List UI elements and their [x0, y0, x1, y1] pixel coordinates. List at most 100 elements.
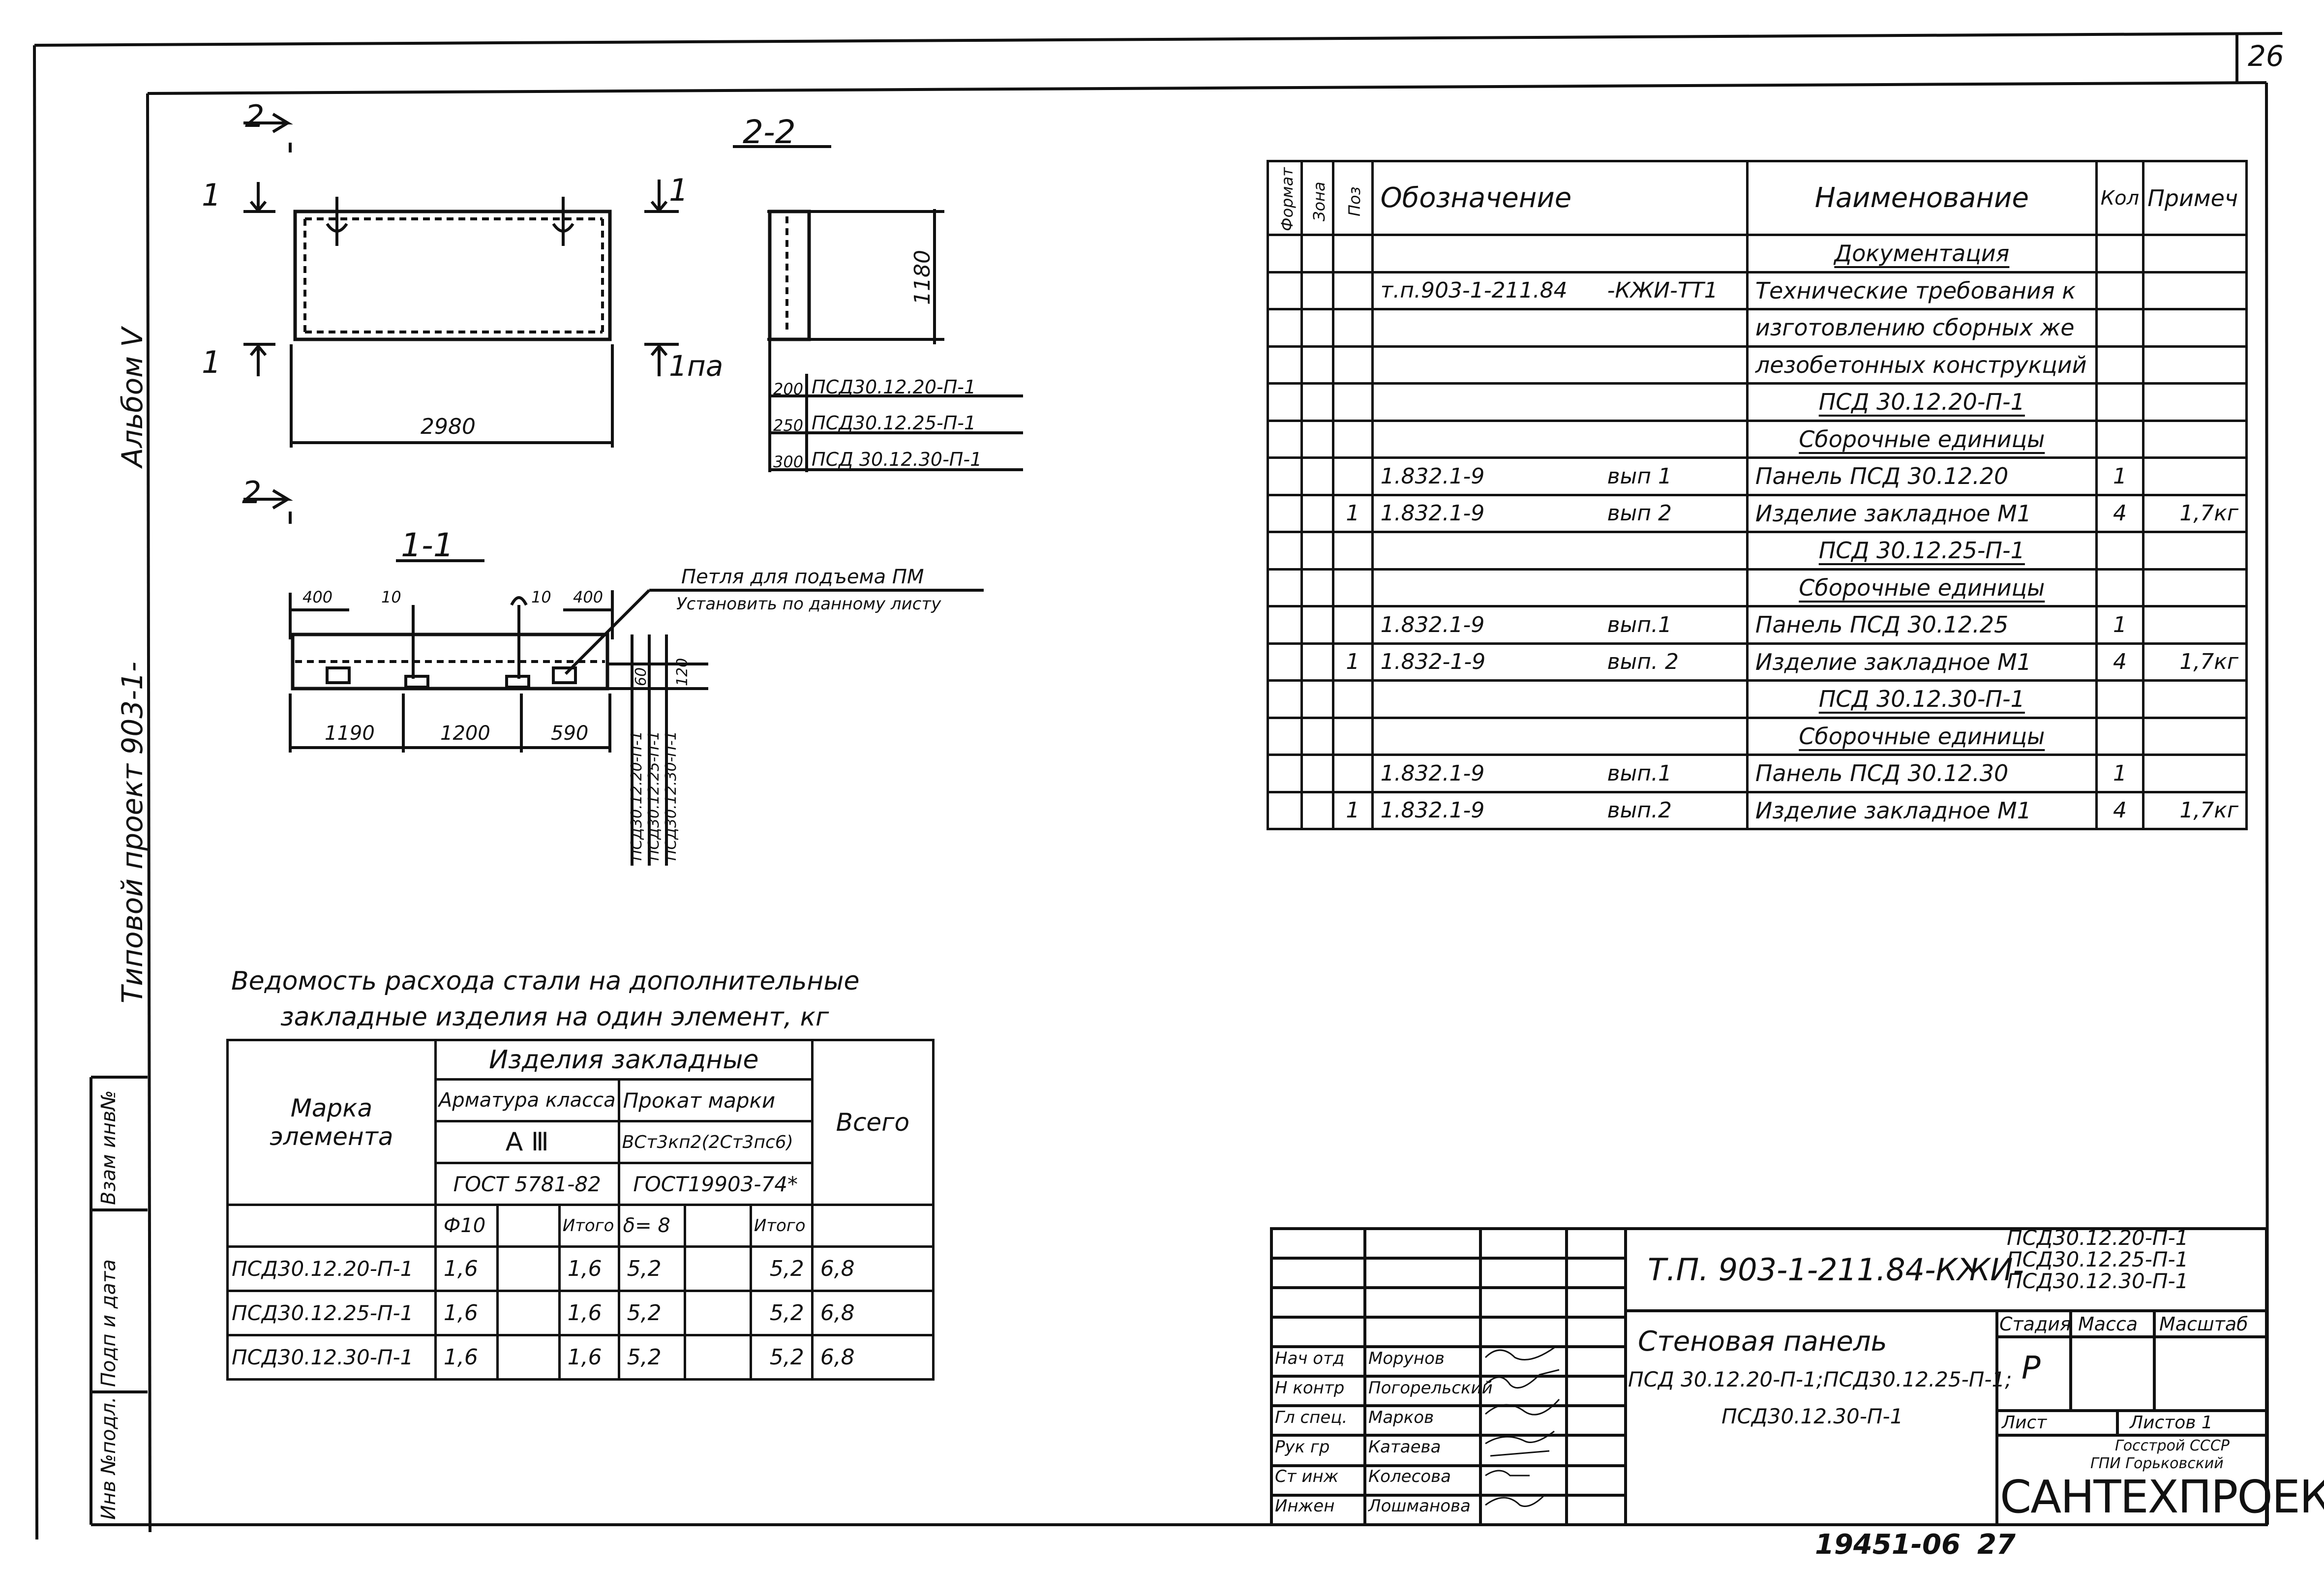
- spec-cell-qty: 1: [2095, 456, 2145, 496]
- spec-cell-issue: вып.1: [1600, 754, 1749, 793]
- steel-head-itogo-2: Итого: [749, 1204, 814, 1248]
- spec-cell-format: [1267, 382, 1303, 422]
- spec-cell-format: [1267, 679, 1303, 719]
- signatory-role: Гл спец.: [1275, 1408, 1348, 1427]
- spec-cell-issue: [1600, 531, 1749, 571]
- spec-cell-name: изготовлению сборных же: [1746, 308, 2098, 348]
- spec-cell-zone: [1300, 271, 1335, 310]
- spec-cell-name: Изделие закладное М1: [1746, 790, 2098, 830]
- signatory-role: Н контр: [1275, 1378, 1345, 1398]
- steel-head-mark: Марка элемента: [226, 1039, 437, 1206]
- spec-head-zone: Зона: [1300, 160, 1335, 236]
- spec-row: Сборочные единицы: [1267, 419, 2248, 459]
- spec-cell-designation: т.п.903-1-211.84: [1371, 271, 1600, 310]
- spec-cell-qty: [2095, 568, 2145, 607]
- spec-cell-issue: [1600, 419, 1749, 459]
- dim-1200: 1200: [440, 722, 490, 745]
- spec-cell-name: Сборочные единицы: [1746, 568, 2098, 607]
- spec-cell-note: 1,7кг: [2142, 790, 2248, 830]
- spec-cell-name: Технические требования к: [1746, 271, 2098, 310]
- steel-cell-total: 6,8: [811, 1334, 935, 1381]
- steel-cell-itogo-1: 1,6: [558, 1290, 620, 1336]
- spec-cell-designation: 1.832-1-9: [1371, 642, 1600, 682]
- footer-page: 27: [1977, 1529, 2016, 1561]
- thick-250: 250: [773, 416, 804, 435]
- spec-cell-pos: [1332, 419, 1374, 459]
- title-name-2: ПСД 30.12.20-П-1;ПСД30.12.25-П-1;: [1628, 1367, 2012, 1391]
- spec-cell-designation: [1371, 531, 1600, 571]
- cut-1pa: 1па: [669, 349, 724, 383]
- spec-cell-issue: вып. 2: [1600, 642, 1749, 682]
- steel-cell-delta8: 5,2: [617, 1245, 687, 1292]
- signatory-name: Морунов: [1368, 1349, 1445, 1368]
- cut-1-top-right: 1: [669, 172, 689, 208]
- spec-cell-note: [2142, 531, 2248, 571]
- spec-row: ПСД 30.12.20-П-1: [1267, 382, 2248, 422]
- spec-cell-issue: вып 2: [1600, 493, 1749, 533]
- spec-head-name: Наименование: [1746, 160, 2098, 236]
- spec-cell-note: 1,7кг: [2142, 493, 2248, 533]
- spec-cell-note: [2142, 308, 2248, 348]
- spec-cell-note: [2142, 568, 2248, 607]
- spec-cell-qty: [2095, 382, 2145, 422]
- spec-cell-qty: 4: [2095, 493, 2145, 533]
- dim-length: 2980: [421, 414, 476, 439]
- steel-cell-itogo-2: 5,2: [749, 1290, 814, 1336]
- spec-cell-qty: [2095, 679, 2145, 719]
- spec-cell-name: Сборочные единицы: [1746, 419, 2098, 459]
- spec-cell-issue: [1600, 382, 1749, 422]
- steel-cell-empty: [496, 1334, 561, 1381]
- spec-row: изготовлению сборных же: [1267, 308, 2248, 348]
- spec-cell-zone: [1300, 531, 1335, 571]
- spec-cell-pos: [1332, 345, 1374, 385]
- cut-2-top: 2: [245, 98, 265, 134]
- spec-head-format: Формат: [1267, 160, 1303, 236]
- title-org-2: ГПИ Горьковский: [2090, 1455, 2224, 1472]
- thick-mark-250: ПСД30.12.25-П-1: [812, 412, 976, 434]
- spec-cell-name: Панель ПСД 30.12.20: [1746, 456, 2098, 496]
- spec-cell-name: ПСД 30.12.20-П-1: [1746, 382, 2098, 422]
- steel-head-itogo-1: Итого: [558, 1204, 620, 1248]
- spec-cell-qty: [2095, 531, 2145, 571]
- title-stage: Р: [2022, 1350, 2041, 1387]
- title-org-logo: САНТЕХПРОЕКТ: [2000, 1471, 2324, 1523]
- spec-cell-designation: [1371, 679, 1600, 719]
- signatory-name: Колесова: [1368, 1467, 1451, 1486]
- steel-title-1: Ведомость расхода стали на дополнительны…: [231, 966, 860, 996]
- spec-cell-pos: 1: [1332, 642, 1374, 682]
- spec-cell-designation: [1371, 308, 1600, 348]
- spec-cell-note: [2142, 754, 2248, 793]
- spec-cell-zone: [1300, 568, 1335, 607]
- steel-rebar-class: А Ⅲ: [434, 1120, 620, 1164]
- steel-cell-mark: ПСД30.12.30-П-1: [226, 1334, 437, 1381]
- spec-cell-name: Документация: [1746, 234, 2098, 273]
- spec-cell-pos: [1332, 568, 1374, 607]
- spec-cell-designation: [1371, 716, 1600, 756]
- title-stage-header: Стадия: [1999, 1313, 2071, 1335]
- spec-cell-pos: [1332, 754, 1374, 793]
- spec-cell-zone: [1300, 493, 1335, 533]
- steel-cell-delta8: 5,2: [617, 1334, 687, 1381]
- spec-cell-qty: 1: [2095, 754, 2145, 793]
- steel-cell-empty: [496, 1245, 561, 1292]
- spec-cell-zone: [1300, 456, 1335, 496]
- steel-cell-mark: ПСД30.12.25-П-1: [226, 1290, 437, 1336]
- spec-row: ПСД 30.12.25-П-1: [1267, 531, 2248, 571]
- spec-cell-designation: [1371, 568, 1600, 607]
- spec-cell-format: [1267, 271, 1303, 310]
- spec-cell-qty: [2095, 716, 2145, 756]
- spec-cell-designation: [1371, 382, 1600, 422]
- steel-cell-total: 6,8: [811, 1245, 935, 1292]
- spec-row: Сборочные единицы: [1267, 568, 2248, 607]
- spec-cell-pos: [1332, 531, 1374, 571]
- spec-cell-issue: [1600, 716, 1749, 756]
- title-mark-3: ПСД30.12.30-П-1: [2007, 1269, 2189, 1293]
- spec-cell-issue: [1600, 234, 1749, 273]
